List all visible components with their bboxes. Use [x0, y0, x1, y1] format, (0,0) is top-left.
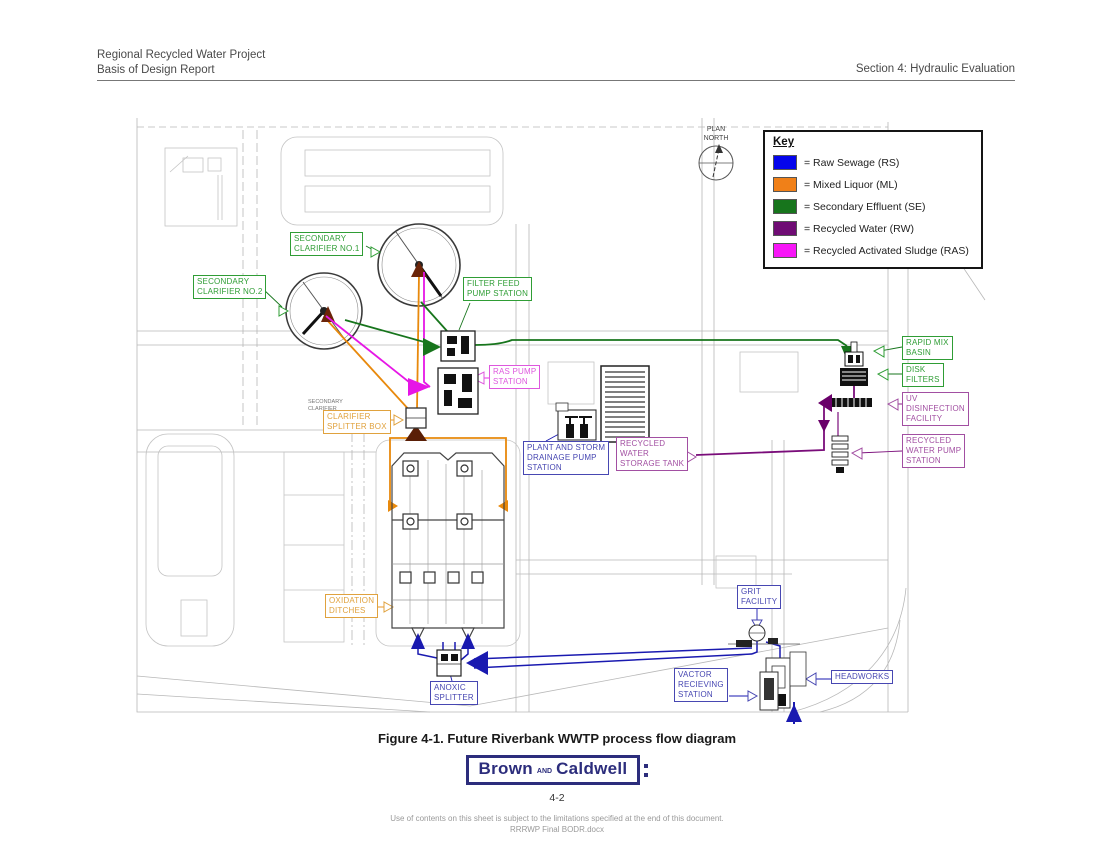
color-swatch: [773, 243, 797, 258]
section-title: Section 4: Hydraulic Evaluation: [855, 63, 1015, 75]
brown-and-caldwell-logo: Brown AND Caldwell: [0, 755, 1114, 785]
sc1-leader-arrow: [370, 246, 382, 258]
vactor-leader-arrow: [747, 690, 759, 702]
logo-word-brown: Brown: [478, 759, 533, 778]
west-pond: [145, 433, 235, 647]
color-swatch: [773, 199, 797, 214]
callout-filter-feed-pump-station: FILTER FEED PUMP STATION: [463, 277, 533, 301]
legend-item-ras: = Recycled Activated Sludge (RAS): [773, 243, 973, 258]
callout-grit-facility: GRIT FACILITY: [737, 585, 782, 609]
callout-recycled-water-pump-station: RECYCLED WATER PUMP STATION: [902, 434, 966, 468]
footer-disclaimer: Use of contents on this sheet is subject…: [390, 814, 724, 834]
callout-secondary-clarifier-no1: SECONDARY CLARIFIER NO.1: [290, 232, 364, 256]
splitter-leader-arrow: [393, 414, 405, 426]
callout-recycled-water-storage-tank: RECYCLED WATER STORAGE TANK: [616, 437, 689, 471]
callout-uv-disinfection-facility: UV DISINFECTION FACILITY: [902, 392, 969, 426]
storage-ponds: [280, 136, 504, 226]
oxidation-ditches-structure: [391, 452, 505, 642]
header-divider: [97, 80, 1015, 81]
existing-basins: [283, 451, 345, 643]
filter-feed-pump-station-structure: [440, 330, 476, 362]
legend-title: Key: [773, 136, 795, 148]
callout-ras-pump-station: RAS PUMP STATION: [489, 365, 541, 389]
grit-facility-structure: [728, 624, 800, 647]
sc2-leader-arrow: [278, 305, 290, 317]
callout-headworks: HEADWORKS: [831, 670, 894, 684]
ml-arrow: [388, 500, 398, 512]
legend: Key = Raw Sewage (RS) = Mixed Liquor (ML…: [763, 130, 983, 269]
report-title: Basis of Design Report: [97, 64, 215, 76]
rw-arrow: [818, 420, 830, 432]
svg-text:NORTH: NORTH: [704, 135, 729, 142]
callout-vactor-recieving-station: VACTOR RECIEVING STATION: [674, 668, 728, 702]
background-structures: [145, 136, 799, 647]
recycled-water-storage-tank-structure: [600, 365, 650, 443]
clarifier-splitter-box-structure: [405, 407, 427, 429]
logo-word-and: AND: [536, 767, 553, 775]
disk-filters-structure: [840, 368, 868, 386]
recycled-water-lines: [695, 386, 903, 456]
building: [547, 361, 595, 405]
report-header-left: Regional Recycled Water Project Basis of…: [97, 48, 265, 78]
logo-dots: [644, 763, 649, 777]
building: [739, 351, 799, 393]
legend-item-recycled-water: = Recycled Water (RW): [773, 221, 973, 236]
callout-disk-filters: DISK FILTERS: [902, 363, 944, 387]
dark-arrow: [405, 425, 427, 441]
callout-clarifier-splitter-box: CLARIFIER SPLITTER BOX: [323, 410, 391, 434]
ras-arrow: [408, 378, 430, 396]
legend-item-mixed-liquor: = Mixed Liquor (ML): [773, 177, 973, 192]
dark-arrow: [411, 261, 427, 277]
svg-text:PLAN: PLAN: [707, 126, 725, 133]
headworks-leader-arrow: [805, 672, 817, 686]
disk-filters-leader-arrow: [876, 368, 889, 381]
detail-inset-box: [164, 147, 238, 227]
rwps-leader-arrow: [850, 447, 863, 460]
anoxic-inflow-arrow: [466, 651, 488, 675]
ditch-inlet-arrow: [461, 633, 475, 649]
recycled-water-pump-station-structure: [831, 435, 849, 473]
color-swatch: [773, 155, 797, 170]
rw-arrow: [818, 394, 832, 412]
rapid-mix-leader-arrow: [872, 345, 885, 358]
callout-rapid-mix-basin: RAPID MIX BASIN: [902, 336, 953, 360]
color-swatch: [773, 177, 797, 192]
callout-anoxic-splitter: ANOXIC SPLITTER: [430, 681, 478, 705]
secondary-effluent-lines: [262, 245, 903, 375]
project-title: Regional Recycled Water Project: [97, 49, 266, 61]
legend-item-secondary-effluent: = Secondary Effluent (SE): [773, 199, 973, 214]
oxidation-leader-arrow: [383, 601, 395, 613]
building: [715, 555, 757, 589]
callout-secondary-clarifier-no2: SECONDARY CLARIFIER NO.2: [193, 275, 267, 299]
ditch-inlet-arrow: [411, 633, 425, 649]
dark-arrow: [321, 306, 335, 322]
page-number: 4-2: [549, 792, 565, 804]
anoxic-splitter-structure: [436, 649, 462, 677]
uv-leader-arrow: [886, 398, 899, 411]
callout-oxidation-ditches: OXIDATION DITCHES: [325, 594, 379, 618]
rapid-mix-basin-structure: [844, 341, 864, 367]
legend-item-raw-sewage: = Raw Sewage (RS): [773, 155, 973, 170]
ml-arrow: [498, 500, 508, 512]
vactor-structure: [759, 671, 779, 711]
drawing-note: CLARIFIER: [308, 406, 337, 412]
ras-pump-station-structure: [437, 367, 479, 415]
storm-drainage-pump-station-structure: [555, 402, 597, 441]
color-swatch: [773, 221, 797, 236]
influent-arrow: [786, 704, 802, 722]
logo-word-caldwell: Caldwell: [556, 759, 628, 778]
drawing-note: SECONDARY: [308, 399, 343, 405]
uv-channel-structure: [830, 398, 872, 407]
plan-north-compass: PLAN NORTH: [698, 126, 734, 181]
secondary-clarifier-2: [285, 272, 363, 350]
figure-caption: Figure 4-1. Future Riverbank WWTP proces…: [377, 731, 737, 746]
callout-plant-storm-drainage-pump-station: PLANT AND STORM DRAINAGE PUMP STATION: [523, 441, 610, 475]
se-arrow: [423, 338, 441, 356]
